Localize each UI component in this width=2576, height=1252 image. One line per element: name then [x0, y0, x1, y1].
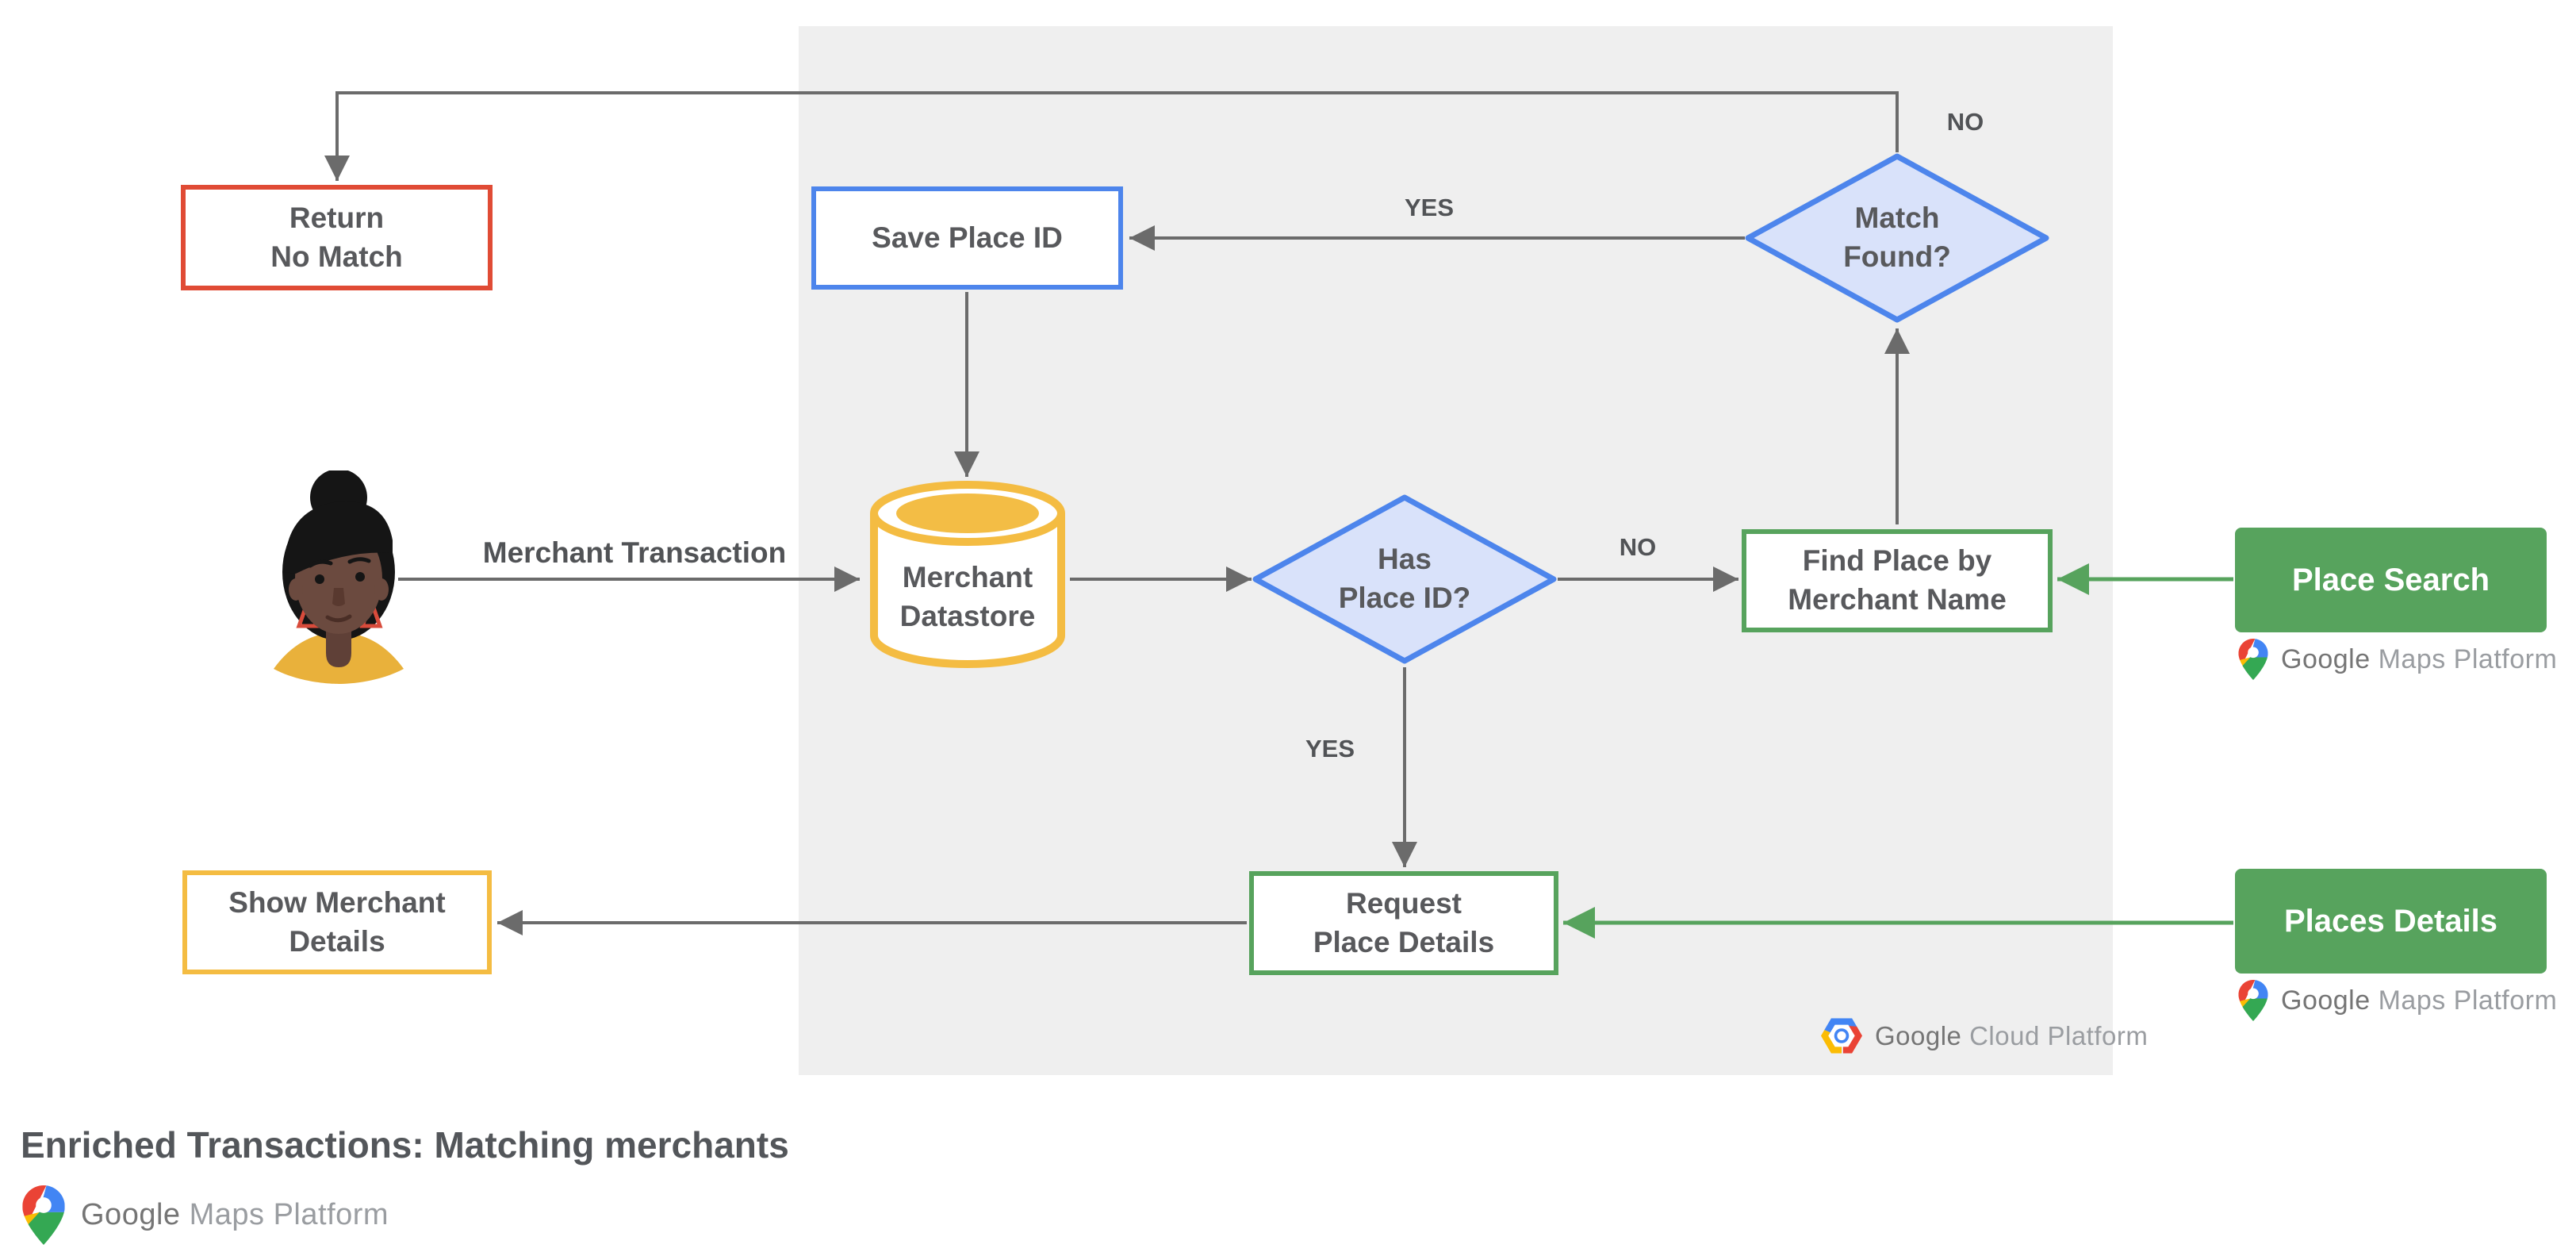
gmp-wordmark: Google Maps Platform: [2281, 644, 2557, 675]
has-place-id-yes-label: YES: [1305, 735, 1355, 762]
return-no-match-node: Return No Match: [181, 185, 493, 290]
maps-pin-icon: [2238, 639, 2268, 680]
gcp-logo: Google Cloud Platform: [1821, 1018, 2148, 1054]
diagram-title: Enriched Transactions: Matching merchant…: [21, 1124, 789, 1166]
maps-pin-icon: [2238, 980, 2268, 1021]
places-details-api-button: Places Details: [2235, 869, 2547, 974]
match-found-yes-label: YES: [1404, 194, 1455, 221]
decision-diamond-shape: [1252, 494, 1557, 664]
gmp-logo-place-search: Google Maps Platform: [2238, 639, 2557, 680]
match-found-decision: Match Found?: [1742, 150, 2053, 326]
gmp-logo-footer: Google Maps Platform: [22, 1185, 389, 1245]
cloud-platform-word: Cloud Platform: [1969, 1020, 2149, 1050]
maps-pin-icon: [22, 1185, 65, 1245]
return-no-match-label: Return No Match: [270, 201, 403, 273]
google-word: Google: [1875, 1020, 1962, 1050]
maps-platform-word: Maps Platform: [189, 1198, 389, 1231]
has-place-id-label: Has Place ID?: [1338, 543, 1471, 614]
request-place-details-label: Request Place Details: [1313, 886, 1495, 958]
google-word: Google: [2281, 643, 2371, 674]
maps-platform-word: Maps Platform: [2378, 985, 2558, 1016]
match-found-no-label: NO: [1946, 108, 1984, 136]
show-merchant-details-label: Show Merchant Details: [228, 885, 446, 958]
find-place-label: Find Place by Merchant Name: [1788, 544, 2007, 616]
save-place-id-label: Save Place ID: [872, 221, 1063, 254]
decision-diamond-shape: [1745, 153, 2049, 323]
gmp-logo-places-details: Google Maps Platform: [2238, 980, 2557, 1021]
save-place-id-node: Save Place ID: [811, 186, 1123, 290]
show-merchant-details-node: Show Merchant Details: [182, 870, 492, 974]
merchant-transaction-label: Merchant Transaction: [482, 536, 787, 569]
places-details-label: Places Details: [2283, 903, 2498, 939]
cloud-hexagon-icon: [1821, 1018, 1862, 1054]
merchant-datastore-node: Merchant Datastore: [864, 538, 1071, 657]
match-found-label: Match Found?: [1843, 202, 1951, 273]
request-place-details-node: Request Place Details: [1249, 871, 1558, 975]
person-avatar: [274, 470, 404, 684]
gmp-wordmark: Google Maps Platform: [81, 1198, 389, 1232]
merchant-datastore-label: Merchant Datastore: [899, 561, 1036, 632]
place-search-api-button: Place Search: [2235, 528, 2547, 632]
has-place-id-decision: Has Place ID?: [1249, 491, 1560, 667]
maps-platform-word: Maps Platform: [2378, 643, 2558, 674]
place-search-label: Place Search: [2291, 562, 2490, 597]
google-word: Google: [2281, 985, 2371, 1016]
merchant-datastore-shape: [870, 481, 1065, 668]
gcp-wordmark: Google Cloud Platform: [1875, 1021, 2148, 1051]
has-place-id-no-label: NO: [1619, 533, 1657, 561]
google-word: Google: [81, 1198, 181, 1231]
find-place-node: Find Place by Merchant Name: [1742, 529, 2053, 632]
gmp-wordmark: Google Maps Platform: [2281, 985, 2557, 1016]
